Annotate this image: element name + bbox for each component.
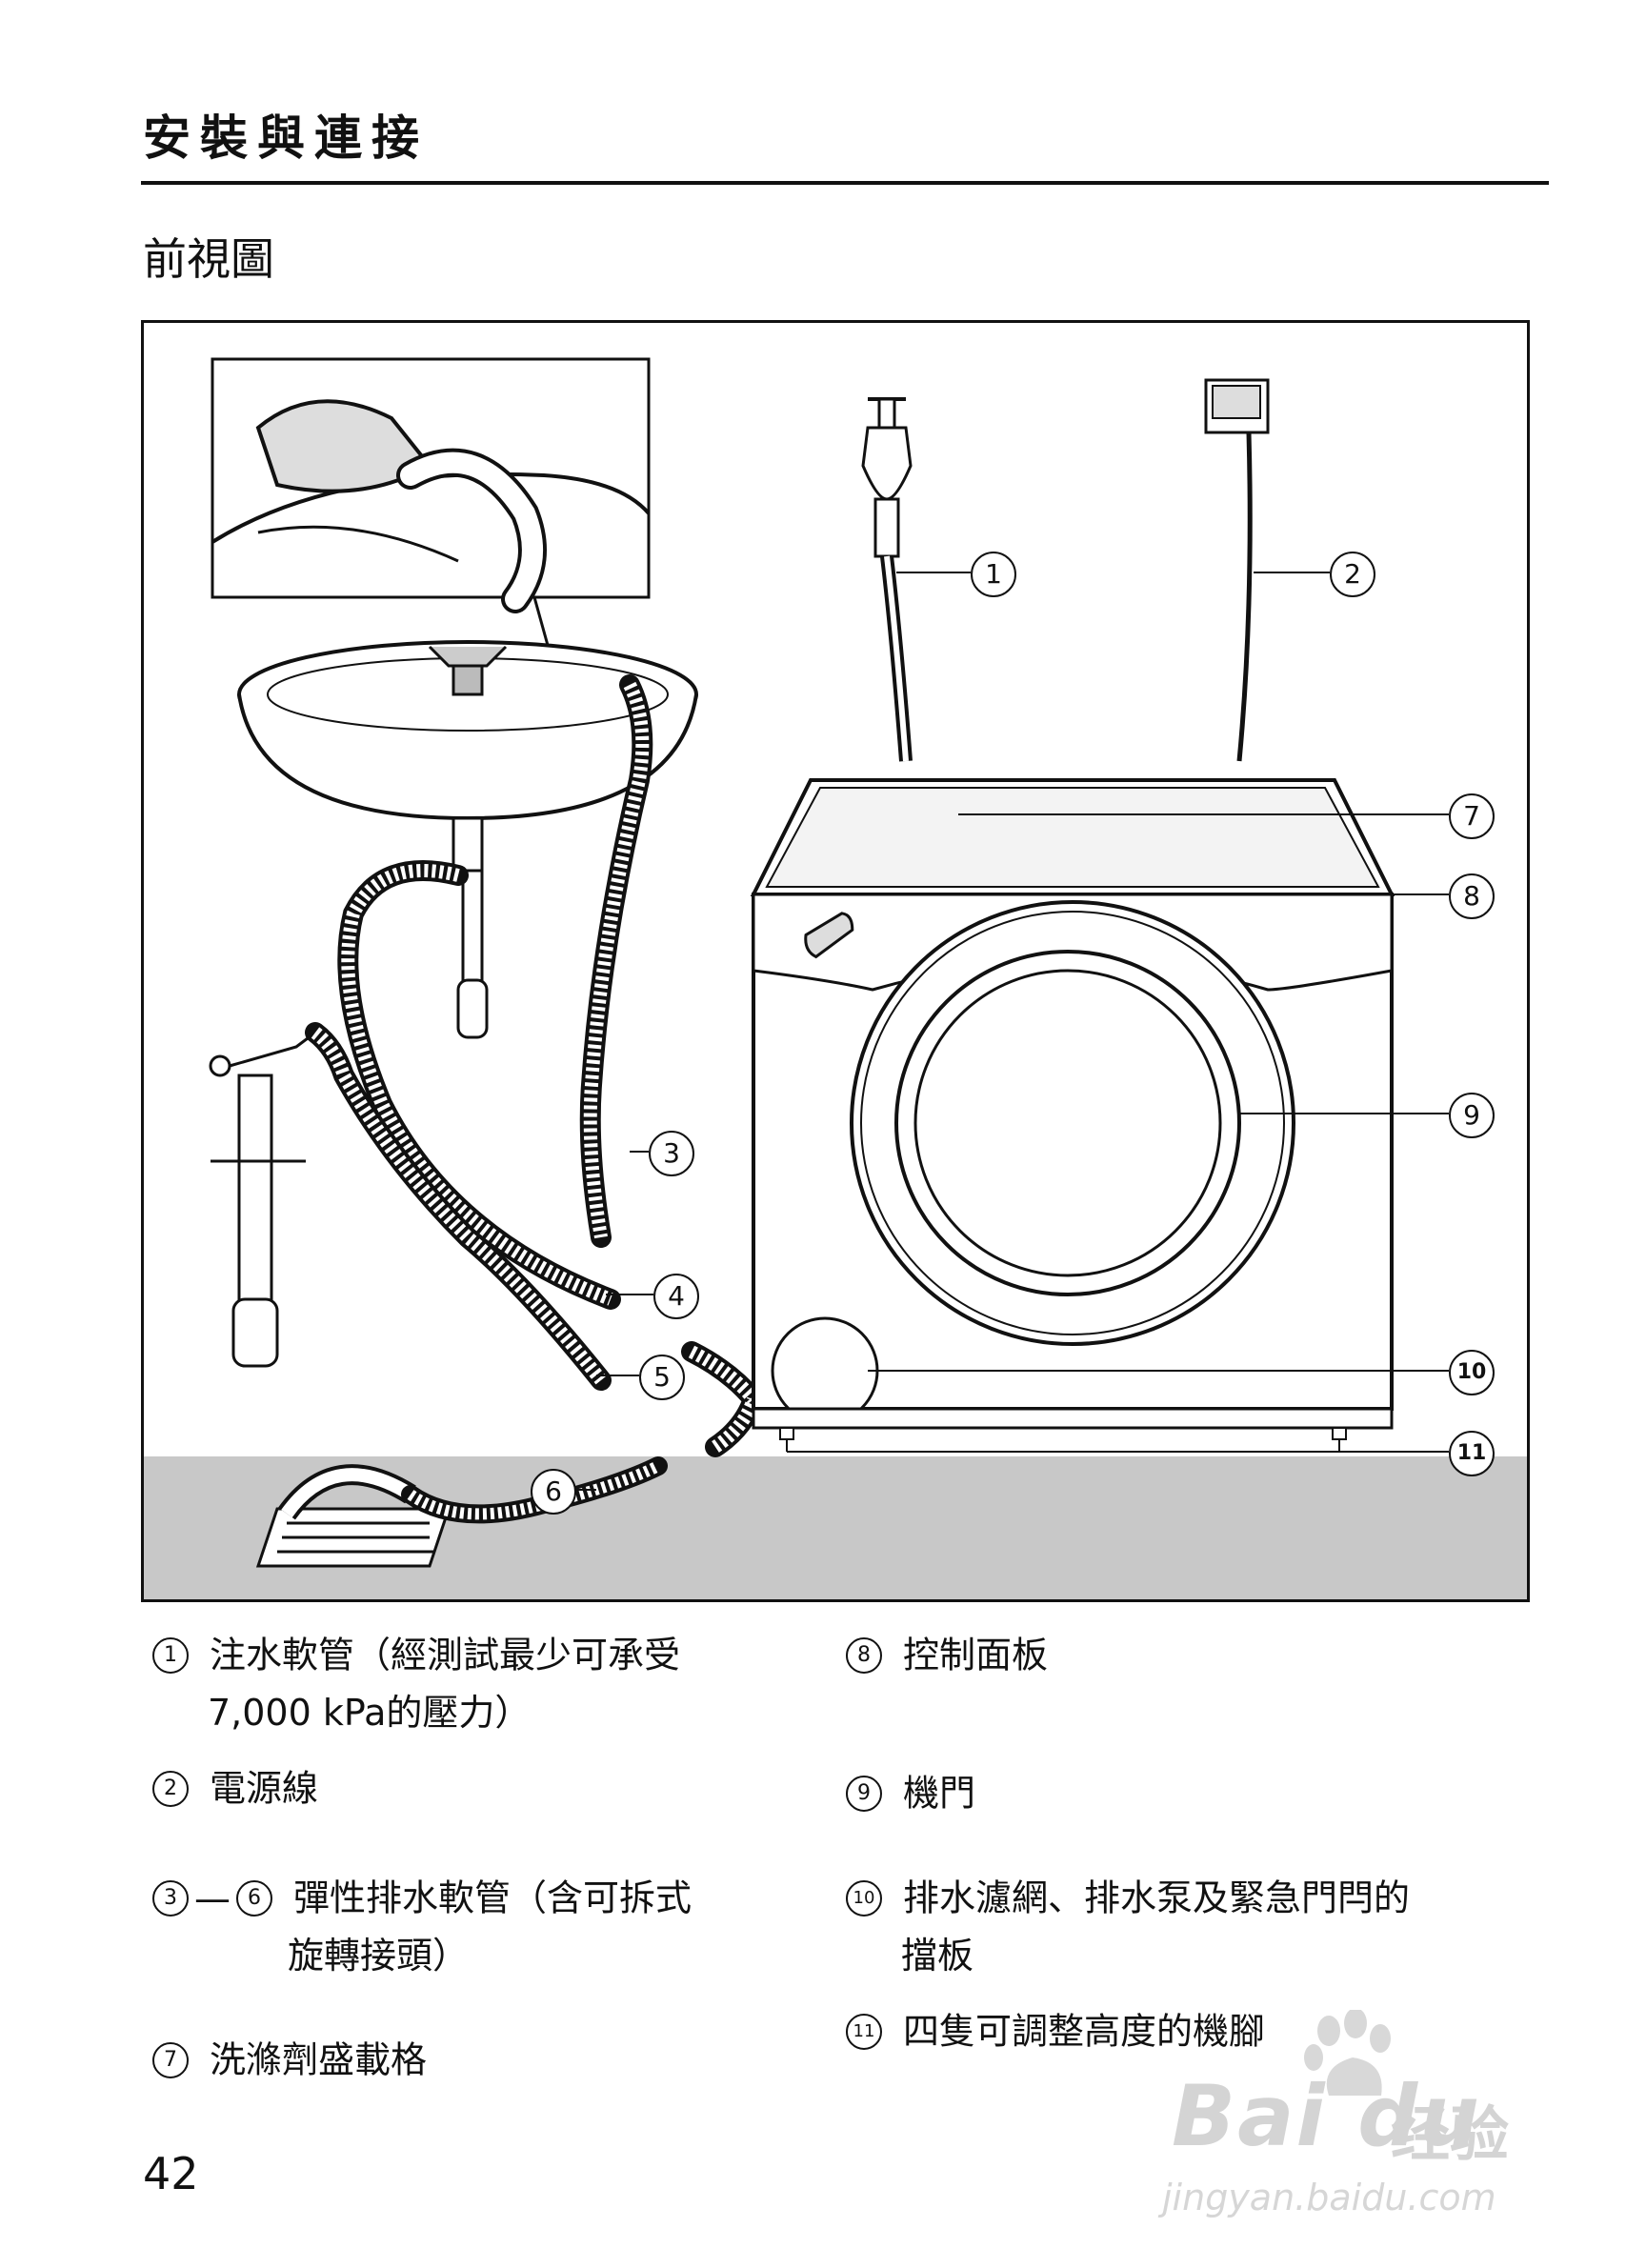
drain-hose-3: [579, 674, 653, 1248]
callout-5: 5: [639, 1355, 685, 1400]
callout-11: 11: [1449, 1431, 1495, 1476]
legend-item-10: 10 排水濾網、排水泵及緊急門閂的 擋板: [846, 1867, 1410, 1984]
section-title: 安裝與連接: [143, 110, 429, 166]
watermark-brand-cn: 经验: [1391, 2099, 1510, 2169]
legend-text-cont: 擋板: [901, 1934, 974, 1977]
callout-9: 9: [1449, 1093, 1495, 1138]
door-porthole: [894, 950, 1241, 1296]
legend-number: 7: [152, 2041, 189, 2078]
legend-item-11: 11 四隻可調整高度的機腳: [846, 2000, 1265, 2060]
watermark-brand: Bai du: [1172, 2067, 1481, 2165]
legend-text: 注水軟管（經測試最少可承受: [210, 1634, 681, 1676]
standpipe: [237, 1074, 273, 1306]
detergent-drawer: [804, 912, 854, 959]
legend-item-1: 1 注水軟管（經測試最少可承受 7,000 kPa的壓力）: [152, 1624, 680, 1741]
callout-2: 2: [1330, 552, 1375, 597]
legend-number: 3: [152, 1879, 189, 1917]
legend-number: 2: [152, 1770, 189, 1807]
legend-text: 機門: [903, 1772, 976, 1815]
callout-8: 8: [1449, 873, 1495, 919]
callout-7: 7: [1449, 793, 1495, 839]
page-number: 42: [143, 2148, 199, 2199]
legend-text: 四隻可調整高度的機腳: [903, 2010, 1266, 2053]
callout-3: 3: [649, 1131, 694, 1176]
legend-number: 6: [236, 1879, 272, 1917]
machine-foot: [1332, 1427, 1347, 1440]
front-view-illustration: 1 2 3 4 5 6 7 8 9 10 11: [141, 320, 1530, 1602]
watermark-url: jingyan.baidu.com: [1162, 2177, 1496, 2218]
legend-text: 控制面板: [903, 1634, 1049, 1676]
water-tap: [861, 426, 913, 501]
illustration-svg: [144, 357, 1527, 1599]
machine-foot: [779, 1427, 794, 1440]
legend-item-3-6: 3—6 彈性排水軟管（含可拆式 旋轉接頭）: [152, 1867, 692, 1984]
legend-number: 10: [846, 1879, 882, 1917]
legend-text-cont: 旋轉接頭）: [288, 1934, 470, 1977]
baidu-watermark: Bai du 经验 jingyan.baidu.com: [1153, 2010, 1553, 2229]
power-cord-2: [1236, 432, 1253, 762]
legend-item-2: 2 電源線: [152, 1757, 318, 1817]
legend-text: 排水濾網、排水泵及緊急門閂的: [903, 1877, 1411, 1919]
figure-subtitle: 前視圖: [143, 233, 274, 285]
legend-item-7: 7 洗滌劑盛載格: [152, 2029, 427, 2089]
callout-4: 4: [653, 1274, 699, 1319]
paw-logo-icon: [1304, 2010, 1391, 2096]
legend-text: 洗滌劑盛載格: [210, 2038, 428, 2081]
callout-1: 1: [971, 552, 1016, 597]
legend-text: 電源線: [210, 1767, 319, 1810]
legend-number: 8: [846, 1636, 882, 1674]
callout-10: 10: [1449, 1350, 1495, 1395]
legend-number: 11: [846, 2013, 882, 2050]
legend-range-separator: —: [194, 1877, 231, 1919]
legend-number: 1: [152, 1636, 189, 1674]
legend-text: 彈性排水軟管（含可拆式: [293, 1877, 693, 1919]
legend-number: 9: [846, 1775, 882, 1812]
legend-item-9: 9 機門: [846, 1762, 975, 1822]
drain-hose-4: [337, 860, 621, 1310]
callout-6: 6: [531, 1469, 576, 1515]
legend-text-cont: 7,000 kPa的壓力）: [208, 1691, 532, 1734]
header-rule: [141, 181, 1549, 185]
legend-item-8: 8 控制面板: [846, 1624, 1048, 1684]
